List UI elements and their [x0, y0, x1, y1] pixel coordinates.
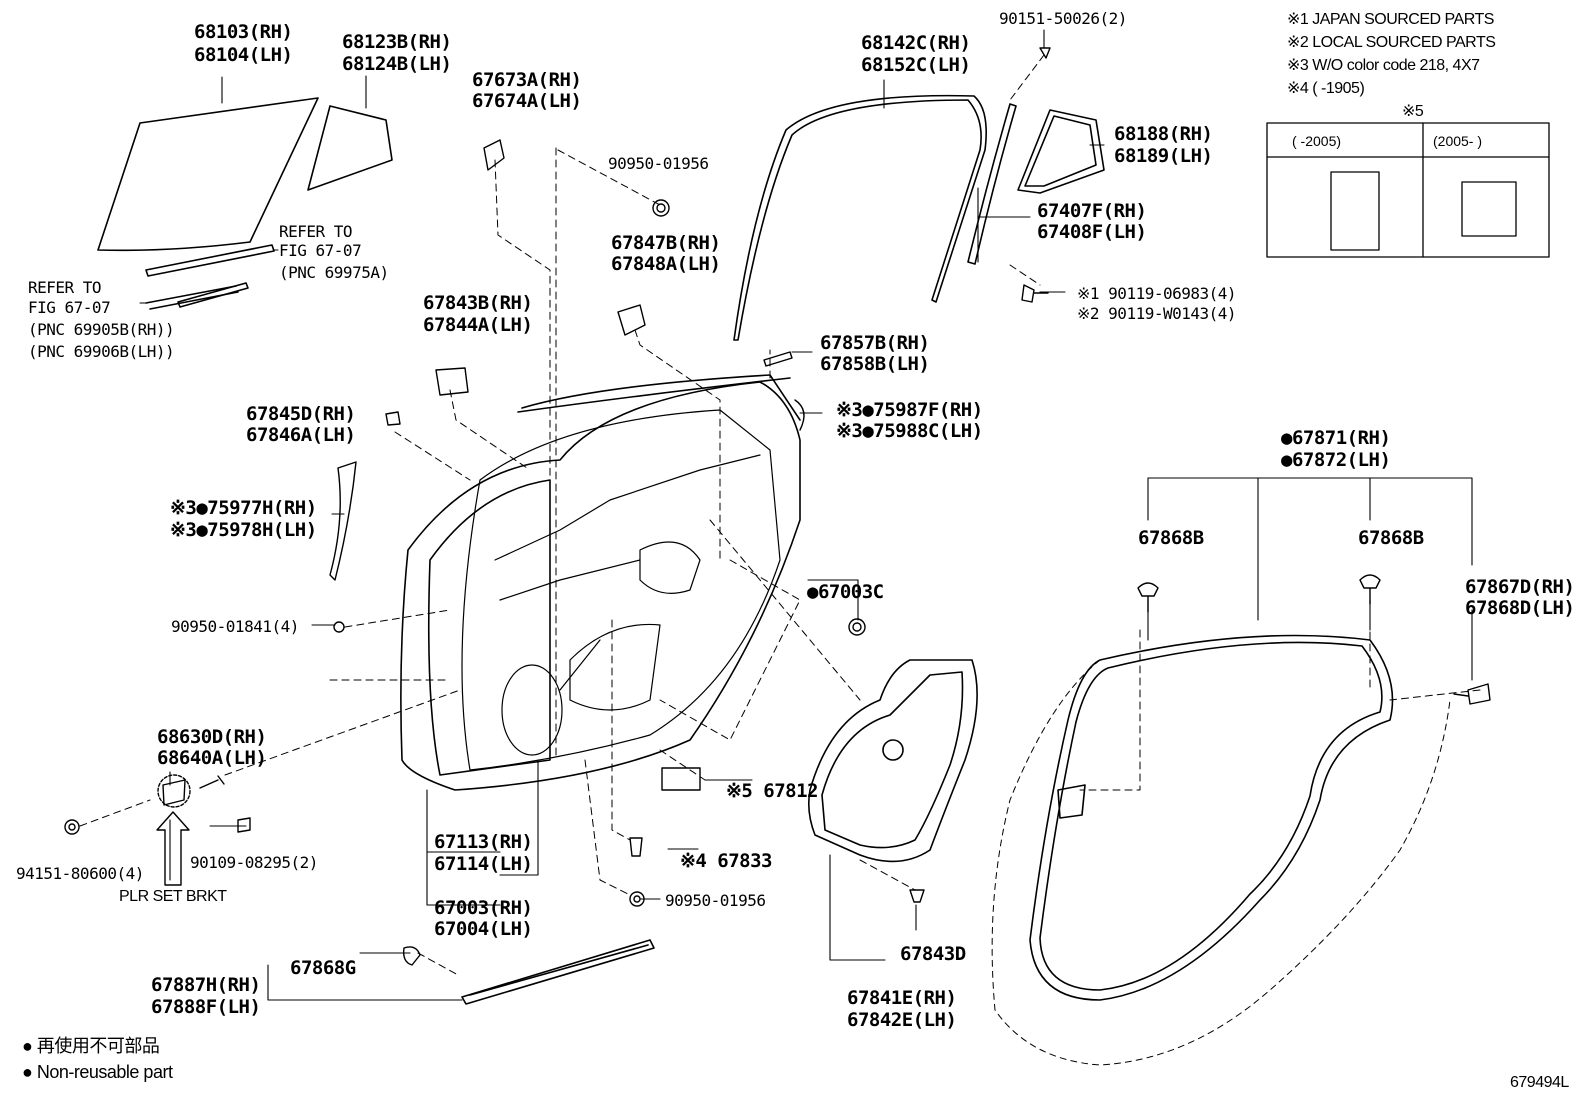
refer-1-line2: FIG 67-07	[279, 241, 362, 260]
small-parts	[64, 47, 1491, 966]
label-67674: 67674A(LH)	[472, 90, 582, 112]
division-bar	[967, 103, 1017, 265]
label-68188: 68188(RH)	[1114, 123, 1213, 145]
refer-2-line4: (PNC 69906B(LH))	[28, 342, 175, 361]
label-67114: 67114(LH)	[434, 853, 533, 875]
label-68103: 68103(RH)	[194, 21, 293, 43]
label-67847: 67847B(RH)	[611, 232, 721, 254]
plr-arrow	[156, 811, 190, 886]
note-3: ※3 W/O color code 218, 4X7	[1287, 57, 1480, 74]
label-68630: 68630D(RH)	[157, 726, 267, 748]
label-94151: 94151-80600(4)	[16, 864, 144, 883]
label-67867: 67867D(RH)	[1465, 576, 1575, 598]
label-68142: 68142C(RH)	[861, 32, 971, 54]
label-67003c: ●67003C	[807, 581, 884, 603]
label-67887: 67887H(RH)	[151, 974, 261, 996]
glass-strips	[145, 244, 275, 310]
door-inner-panel	[461, 409, 781, 771]
label-90109: 90109-08295(2)	[190, 853, 318, 872]
label-68124: 68124B(LH)	[342, 53, 452, 75]
label-67858: 67858B(LH)	[820, 353, 930, 375]
label-67848: 67848A(LH)	[611, 253, 721, 275]
label-67857: 67857B(RH)	[820, 332, 930, 354]
label-plr-set-brkt: PLR SET BRKT	[119, 888, 227, 905]
label-75987: ※3●75987F(RH)	[836, 399, 983, 421]
label-67872: ●67872(LH)	[1281, 449, 1391, 471]
label-75988: ※3●75988C(LH)	[836, 420, 983, 442]
label-67868g: 67868G	[290, 957, 356, 979]
inset-box	[1266, 122, 1550, 258]
label-67408: 67408F(LH)	[1037, 221, 1147, 243]
label-67845: 67845D(RH)	[246, 403, 356, 425]
label-67846: 67846A(LH)	[246, 424, 356, 446]
label-67843: 67843B(RH)	[423, 292, 533, 314]
label-67003: 67003(RH)	[434, 897, 533, 919]
inset-left-header: ( -2005)	[1292, 133, 1342, 149]
label-90950-01956-bottom: 90950-01956	[665, 891, 766, 910]
label-67833: ※4 67833	[680, 850, 773, 872]
inset-right-header: (2005- )	[1433, 133, 1483, 149]
label-67004: 67004(LH)	[434, 918, 533, 940]
label-67842: 67842E(LH)	[847, 1009, 957, 1031]
label-90151: 90151-50026(2)	[999, 9, 1127, 28]
refer-2-line3: (PNC 69905B(RH))	[28, 320, 175, 339]
belt-moulding	[461, 939, 655, 1005]
label-67113: 67113(RH)	[434, 831, 533, 853]
note-2: ※2 LOCAL SOURCED PARTS	[1287, 34, 1496, 51]
label-75977: ※3●75977H(RH)	[170, 497, 317, 519]
label-67868b-left: 67868B	[1138, 527, 1204, 549]
leader-lines	[139, 29, 1473, 1001]
label-67871: ●67871(RH)	[1281, 427, 1391, 449]
label-67407: 67407F(RH)	[1037, 200, 1147, 222]
label-67843d: 67843D	[900, 943, 966, 965]
label-90119-a: ※1 90119-06983(4)	[1077, 284, 1237, 303]
label-68152: 68152C(LH)	[861, 54, 971, 76]
refer-1-line3: (PNC 69975A)	[279, 263, 389, 282]
note-4: ※4 ( -1905)	[1287, 80, 1365, 97]
frame-moulding	[733, 94, 987, 341]
label-90950-01956-top: 90950-01956	[608, 154, 709, 173]
note-5: ※5	[1402, 103, 1424, 120]
label-67841: 67841E(RH)	[847, 987, 957, 1009]
legend-japanese: ● 再使用不可部品	[22, 1036, 160, 1056]
note-1: ※1 JAPAN SOURCED PARTS	[1287, 11, 1494, 28]
quarter-window	[1017, 109, 1105, 194]
label-67888: 67888F(LH)	[151, 996, 261, 1018]
label-67868d: 67868D(LH)	[1465, 597, 1575, 619]
label-75978: ※3●75978H(LH)	[170, 519, 317, 541]
figure-code: 679494L	[1510, 1074, 1569, 1091]
opening-trim	[991, 659, 1451, 1066]
refer-2-line2: FIG 67-07	[28, 298, 111, 317]
label-90119-b: ※2 90119-W0143(4)	[1077, 304, 1237, 323]
assembly-lines	[79, 54, 1481, 976]
label-67812: ※5 67812	[726, 780, 819, 802]
service-hole-cover	[808, 659, 978, 863]
label-90950-01841: 90950-01841(4)	[171, 617, 299, 636]
label-68189: 68189(LH)	[1114, 145, 1213, 167]
label-67868b-right: 67868B	[1358, 527, 1424, 549]
label-67673: 67673A(RH)	[472, 69, 582, 91]
door-outer-panel	[400, 374, 801, 791]
door-weatherstrip	[1029, 634, 1394, 1001]
refer-1-line1: REFER TO	[279, 222, 353, 241]
label-68104: 68104(LH)	[194, 44, 293, 66]
label-68123: 68123B(RH)	[342, 31, 452, 53]
door-glass-shape	[97, 97, 393, 252]
legend-english: ● Non-reusable part	[22, 1062, 173, 1082]
label-68640: 68640A(LH)	[157, 747, 267, 769]
label-67844: 67844A(LH)	[423, 314, 533, 336]
refer-2-line1: REFER TO	[28, 278, 102, 297]
